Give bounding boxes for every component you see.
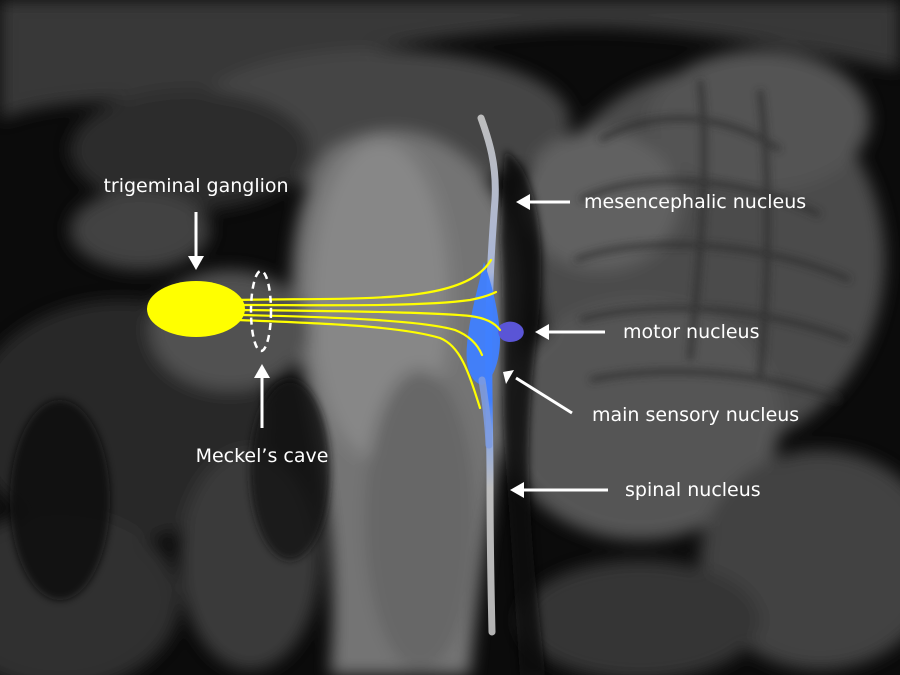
label-mesencephalic-nucleus: mesencephalic nucleus: [584, 191, 806, 213]
label-main-sensory-nucleus: main sensory nucleus: [592, 404, 799, 426]
label-spinal-nucleus: spinal nucleus: [625, 479, 761, 501]
label-trigeminal-ganglion: trigeminal ganglion: [103, 175, 288, 197]
trigeminal-ganglion-shape: [147, 281, 245, 337]
label-meckels-cave: Meckel’s cave: [196, 445, 329, 467]
label-motor-nucleus: motor nucleus: [623, 321, 760, 343]
